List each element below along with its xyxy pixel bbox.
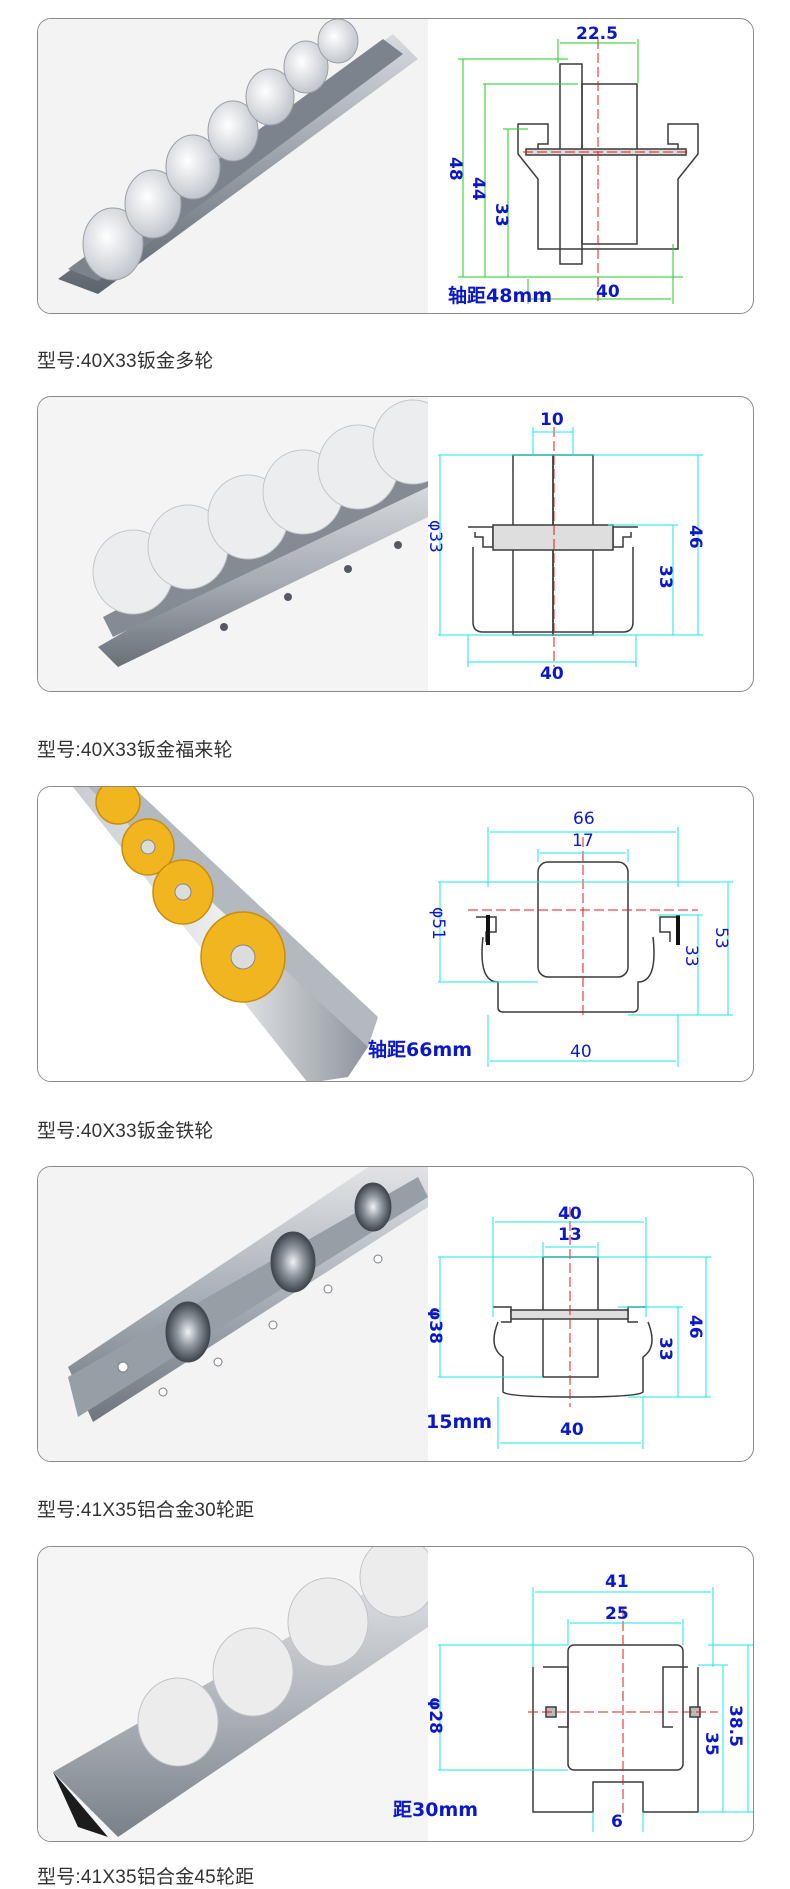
dim-right-a: 33 [655,565,675,589]
caption-2: 型号:40X33钣金福来轮 [37,740,233,761]
dim-right-b: 46 [685,525,705,549]
pitch-label: 轴距66mm [368,1039,473,1061]
pitch-label: 距30mm [393,1799,479,1821]
dim-right-b: 53 [711,927,731,949]
caption-5: 型号:41X35铝合金45轮距 [37,1867,255,1888]
rail-profile [468,454,638,636]
dimension-drawing-2: 10 φ33 33 46 40 [428,410,705,684]
dim-right-b: 38.5 [725,1705,745,1747]
dim-left-b: 44 [468,177,488,201]
dim-bottom: 40 [560,1420,584,1440]
dim-top-b: 13 [558,1225,582,1245]
dim-top-b: 17 [572,831,594,851]
dim-top-a: 40 [558,1204,582,1224]
dim-top: 22.5 [576,24,618,44]
dim-top-b: 25 [605,1604,629,1624]
dim-right-a: 33 [655,1337,675,1361]
dim-diameter: φ28 [428,1697,445,1734]
caption-1: 型号:40X33钣金多轮 [37,351,214,372]
dim-right-a: 33 [681,945,701,967]
rail-profile [517,63,699,265]
dimension-drawing-4: 40 13 φ38 33 46 40 [428,1204,711,1449]
dim-right-b: 46 [685,1315,705,1339]
dim-top-a: 41 [605,1572,629,1592]
pitch-label: 15mm [426,1411,493,1433]
dim-left-c: 33 [491,203,511,227]
product-photo-2 [38,397,428,691]
dimension-drawing-3: 66 17 φ51 33 53 40 [428,809,733,1067]
pitch-label: 轴距48mm [448,284,552,307]
dimension-drawing-1: 22.5 48 44 33 40 轴距48mm [445,24,699,307]
dim-right-a: 35 [701,1732,721,1756]
dim-diameter: φ51 [428,907,448,940]
product-photo-1 [38,19,428,313]
product-photo-5 [38,1547,428,1841]
dim-bottom: 40 [596,282,620,302]
dim-bottom: 40 [570,1042,592,1062]
rail-profile [493,1256,653,1398]
caption-3: 型号:40X33钣金铁轮 [37,1121,214,1142]
rail-profile [532,1644,701,1813]
rail-profile [476,861,680,1013]
product-card-2: 10 φ33 33 46 40 [37,396,754,692]
dim-bottom: 40 [540,664,564,684]
dim-bottom: 6 [611,1812,623,1832]
product-card-3: 66 17 φ51 33 53 40 轴距66mm [37,786,754,1082]
dim-top: 10 [540,410,564,430]
product-card-4: 40 13 φ38 33 46 40 15mm [37,1166,754,1462]
product-card-5: 41 25 φ28 35 38.5 6 距30mm [37,1546,754,1842]
dimension-drawing-5: 41 25 φ28 35 38.5 6 [428,1572,753,1832]
dim-diameter: φ33 [428,520,445,553]
dim-diameter: φ38 [428,1307,445,1344]
dim-top-a: 66 [573,809,595,829]
product-photo-3 [38,787,428,1081]
product-card-1: 22.5 48 44 33 40 轴距48mm [37,18,754,314]
product-photo-4 [38,1167,428,1461]
dim-left-a: 48 [445,157,465,181]
caption-4: 型号:41X35铝合金30轮距 [37,1500,255,1521]
